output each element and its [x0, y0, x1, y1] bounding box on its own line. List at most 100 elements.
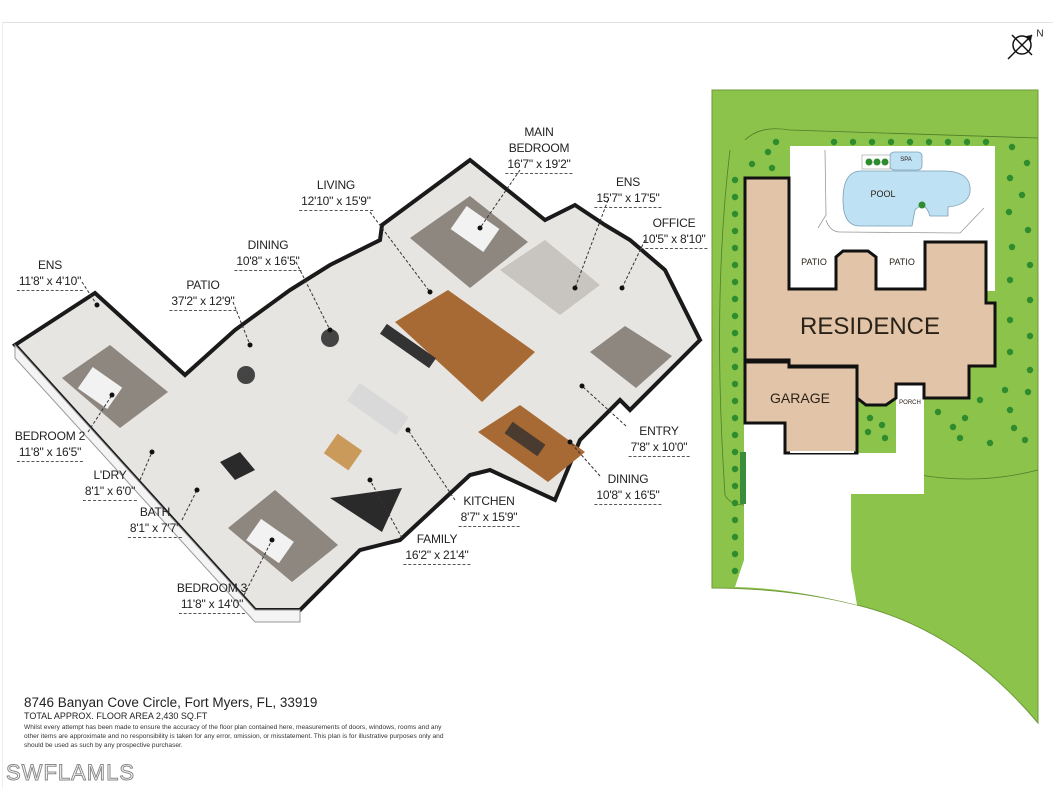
laundry-dark-area [220, 452, 255, 480]
room-name: ENS [37, 258, 63, 272]
stair-dark-area [330, 488, 402, 532]
room-marker-dot [567, 439, 573, 445]
dining-table [504, 421, 546, 457]
room-name: BEDROOM 3 [176, 581, 248, 595]
room-dims: 37'2" x 12'9" [169, 293, 237, 311]
room-dims: 16'7" x 19'2" [505, 156, 573, 174]
leader-line [621, 239, 646, 289]
disclaimer: Whilst every attempt has been made to en… [24, 724, 444, 749]
image-frame [2, 22, 1053, 789]
room-marker-dot [247, 342, 253, 348]
room-dims: 11'8" x 14'0" [178, 596, 246, 614]
leader-line [232, 301, 251, 346]
pool-label: POOL [870, 189, 896, 199]
leader-line [243, 539, 273, 596]
room-dims: 7'8" x 10'0" [628, 439, 690, 457]
room-name: PATIO [186, 278, 220, 292]
watermark: SWFLAMLS [5, 760, 136, 786]
room-marker-dot [619, 285, 625, 291]
room-marker-dot [477, 225, 483, 231]
room-marker-dot [367, 477, 373, 483]
room-dims: 8'1" x 7'7" [127, 520, 183, 538]
room-marker-dot [579, 383, 585, 389]
leader-line [81, 281, 98, 306]
patio-table [237, 366, 255, 384]
compass-label: N [1036, 28, 1044, 40]
ens-floor [500, 240, 600, 315]
room-marker-dot [194, 487, 200, 493]
property-address: 8746 Banyan Cove Circle, Fort Myers, FL,… [24, 695, 318, 710]
room-dims: 16'2" x 21'4" [403, 547, 471, 565]
leader-line [407, 429, 456, 501]
room-name: BEDROOM [508, 141, 570, 155]
room-dims: 10'5" x 8'10" [640, 231, 708, 249]
room-name: DINING [607, 472, 649, 486]
room-dims: 15'7" x 17'5" [594, 190, 662, 208]
exterior-wall-face [14, 343, 301, 623]
room-name: OFFICE [652, 216, 696, 230]
main-bedroom-floor [410, 196, 528, 288]
room-dims: 12'10" x 15'9" [299, 193, 373, 211]
living-wood-floor [395, 290, 535, 402]
room-marker-dot [94, 302, 100, 308]
patio-left-label: PATIO [801, 257, 827, 267]
room-label-main-bedroom: MAIN BEDROOM 16'7" x 19'2" [505, 124, 573, 174]
coffee-table [323, 433, 363, 471]
bed [450, 206, 500, 252]
room-marker-dot [269, 537, 275, 543]
sofa [347, 382, 409, 436]
spa-label: SPA [900, 157, 912, 163]
room-name: KITCHEN [463, 494, 515, 508]
room-name: FAMILY [416, 532, 458, 546]
footer: 8746 Banyan Cove Circle, Fort Myers, FL,… [24, 695, 444, 750]
room-dims: 10'8" x 16'5" [234, 253, 302, 271]
room-name: BEDROOM 2 [14, 429, 86, 443]
room-marker-dot [149, 449, 155, 455]
office-floor [590, 326, 672, 388]
residence-label: RESIDENCE [799, 313, 941, 340]
bed [77, 367, 123, 409]
room-name: MAIN [524, 125, 554, 139]
leader-line [569, 441, 601, 477]
leader-line [574, 199, 609, 289]
porch-label: PORCH [899, 400, 921, 406]
leader-line [295, 261, 331, 331]
room-dims: 8'7" x 15'9" [458, 509, 520, 527]
room-name: L'DRY [93, 468, 127, 482]
room-marker-dot [572, 285, 578, 291]
room-dims: 11'8" x 16'5" [16, 444, 84, 462]
room-marker-dot [405, 427, 411, 433]
floor-plan-3d [11, 157, 703, 623]
kitchen-counter [379, 323, 437, 369]
room-name: ENS [615, 175, 641, 189]
room-dims: 10'8" x 16'5" [594, 487, 662, 505]
room-marker-dot [327, 327, 333, 333]
leader-line [181, 489, 198, 521]
patio-right-label: PATIO [889, 257, 915, 267]
room-dims: 11'8" x 4'10" [16, 273, 84, 291]
floor-area: TOTAL APPROX. FLOOR AREA 2,430 SQ.FT [24, 711, 208, 721]
leader-line [369, 211, 431, 293]
room-marker-dot [427, 289, 433, 295]
room-name: DINING [247, 238, 289, 252]
leader-lines [81, 169, 646, 596]
room-name: BATH [139, 505, 171, 519]
room-name: LIVING [316, 178, 356, 192]
room-marker-dot [109, 392, 115, 398]
room-dims: 8'1" x 6'0" [82, 483, 138, 501]
room-name: ENTRY [639, 424, 679, 438]
leader-line [479, 169, 521, 229]
